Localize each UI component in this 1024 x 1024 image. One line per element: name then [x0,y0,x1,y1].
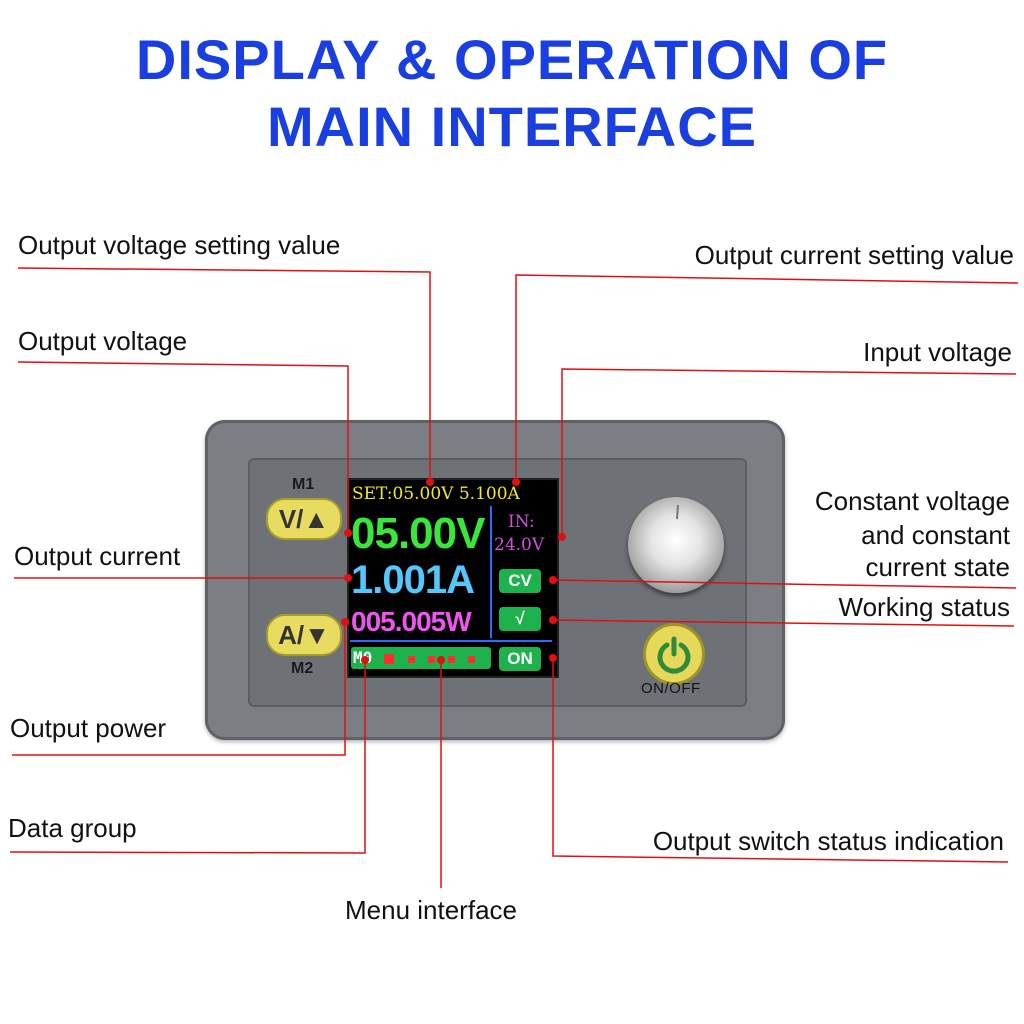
output-state-badge: ON [499,647,541,671]
label-working-status: Working status [838,592,1010,622]
output-current-readout: 1.001A [351,558,475,602]
screen-divider-horizontal [350,640,552,642]
label-output-switch: Output switch status indication [652,826,1004,856]
knob-indicator-icon [676,504,679,520]
menu-indicator-square [448,656,455,663]
m2-label: M2 [291,660,314,677]
onoff-label: ON/OFF [641,680,701,697]
data-group-indicator: M0 [353,648,373,667]
menu-indicator-square [384,654,394,664]
cv-cc-mode-badge: CV [499,569,541,593]
output-power-readout: 005.005W [351,606,472,637]
menu-indicator-square [468,656,475,663]
m1-label: M1 [292,476,315,493]
page-title-line-1: DISPLAY & OPERATION OF [135,28,889,91]
page-title-line-2: MAIN INTERFACE [267,95,757,158]
label-output-voltage-setting: Output voltage setting value [18,230,341,260]
input-voltage-readout: 24.0V [494,535,545,555]
input-voltage-label: IN: [508,512,535,532]
label-output-power: Output power [10,713,167,743]
label-output-current: Output current [14,541,181,571]
label-cv-cc-line-2: and constant [861,520,1010,550]
power-icon [657,636,691,674]
power-button[interactable] [643,623,705,685]
label-output-current-setting: Output current setting value [694,240,1014,270]
label-input-voltage: Input voltage [863,337,1012,367]
label-cv-cc-line-1: Constant voltage [814,486,1010,516]
screen-divider-vertical [490,506,492,638]
m1-voltage-up-button[interactable]: V/▲ [266,498,342,540]
set-values-readout: SET:05.00V 5.100A [352,484,520,504]
menu-indicator-square [408,656,415,663]
output-voltage-readout: 05.00V [351,509,485,558]
label-cv-cc-line-3: current state [865,552,1010,582]
label-output-voltage: Output voltage [18,326,188,356]
label-menu-interface: Menu interface [345,895,517,925]
m2-current-down-button[interactable]: A/▼ [266,614,342,656]
working-status-badge: √ [499,607,541,631]
menu-indicator-square [428,656,435,663]
rotary-knob[interactable] [628,497,724,593]
label-data-group: Data group [8,813,137,843]
